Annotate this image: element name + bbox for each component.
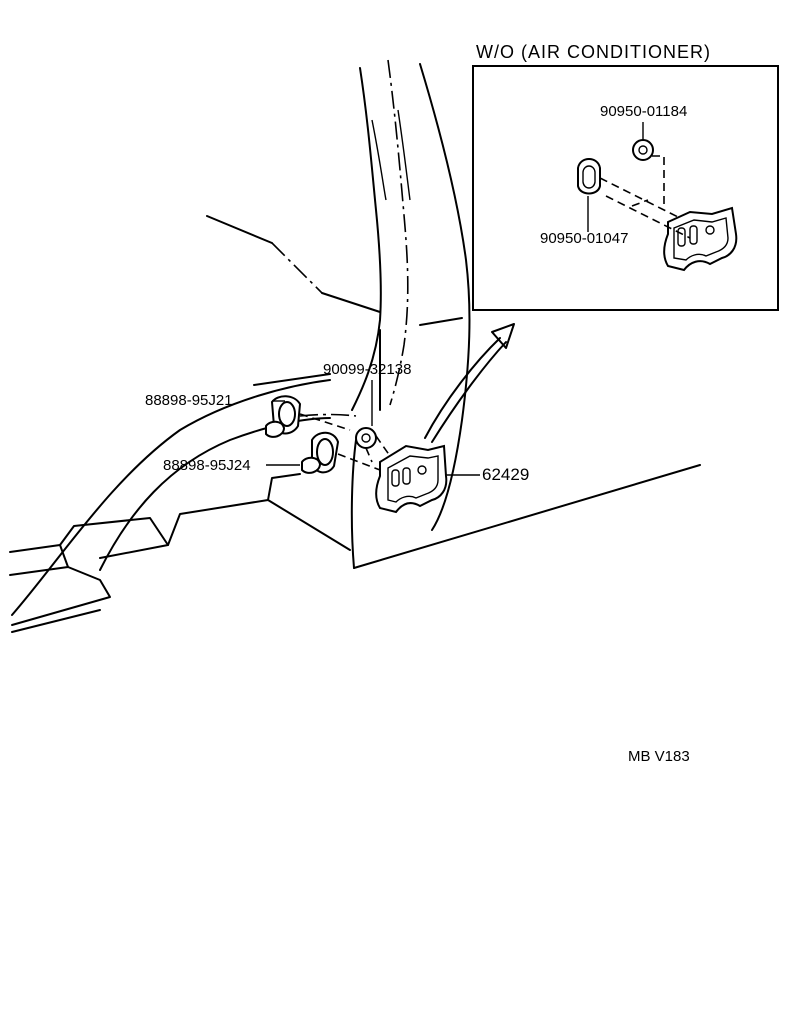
nut-part <box>355 427 377 449</box>
cover-plate-part <box>375 444 448 514</box>
grommet-upper-part <box>265 395 302 438</box>
nut-label: 90099-32138 <box>323 361 412 378</box>
grommet-lower-label: 88898-95J24 <box>163 457 251 474</box>
leader-lines <box>266 380 480 476</box>
inset-plug-label: 90950-01047 <box>540 230 629 247</box>
figure-code: MB V183 <box>628 748 690 765</box>
grommet-lower-part <box>301 431 340 474</box>
inset-title: W/O (AIR CONDITIONER) <box>476 42 711 62</box>
assembly-lines <box>299 413 391 471</box>
inset-box <box>472 65 779 311</box>
callout-arrow <box>424 323 515 443</box>
plate-label: 62429 <box>482 465 530 484</box>
inset-nut-label: 90950-01184 <box>600 103 688 120</box>
grommet-upper-label: 88898-95J21 <box>145 392 233 409</box>
